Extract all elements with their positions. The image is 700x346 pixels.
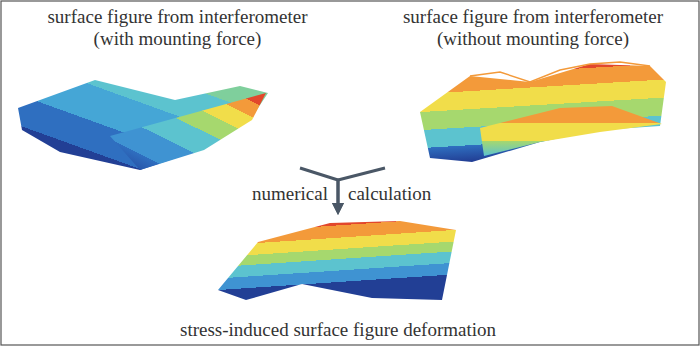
edge-label: numerical bbox=[250, 183, 330, 205]
surface-figure: stress-induced surface figure deformatio… bbox=[128, 215, 548, 343]
surface-figure: surface figure from interferometer (with… bbox=[15, 6, 340, 168]
edge-label: calculation bbox=[346, 183, 433, 205]
surface-with-force bbox=[18, 80, 268, 170]
figure-heading: surface figure from interferometer (with… bbox=[30, 6, 325, 50]
surface-without-force bbox=[420, 62, 666, 162]
figure-heading: surface figure from interferometer (with… bbox=[383, 6, 683, 50]
figure-heading: stress-induced surface figure deformatio… bbox=[133, 319, 543, 341]
surface-deformation bbox=[218, 221, 456, 300]
surface-figure: surface figure from interferometer (with… bbox=[372, 6, 694, 168]
